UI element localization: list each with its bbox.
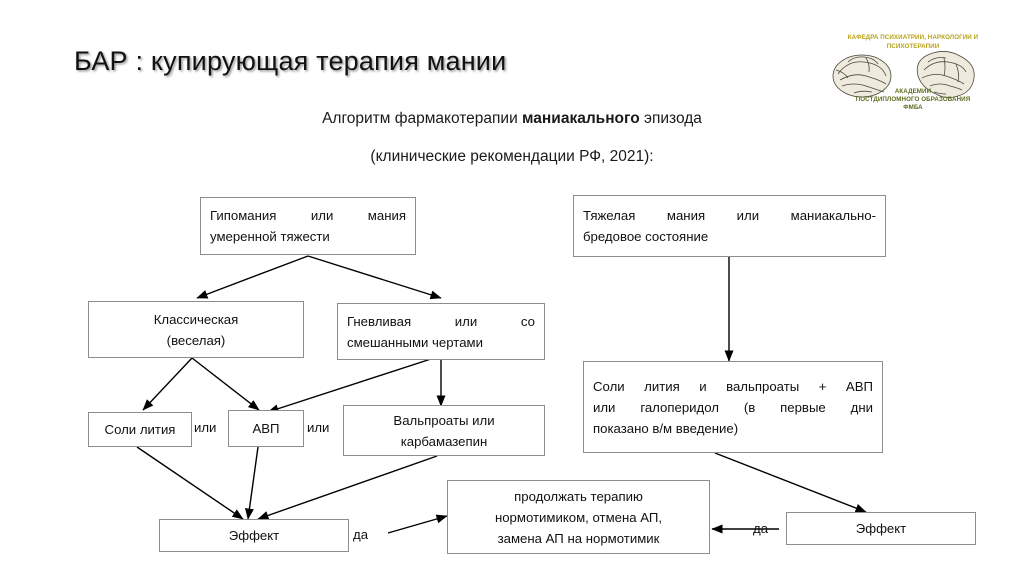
arrow-angry-to-avp <box>267 357 435 414</box>
node-effect-right-line-1: Эффект <box>855 521 907 536</box>
node-classic-line-2: (веселая) <box>166 332 226 348</box>
node-severe-treatment-line-2: или галоперидол (в первые дни <box>593 399 873 415</box>
node-classic-line-1: Классическая <box>153 311 239 327</box>
node-valproate[interactable]: Вальпроаты или карбамазепин <box>343 405 545 456</box>
arrow-classic-to-lithium <box>142 357 193 411</box>
arrow-effect-left-to-continue <box>387 514 448 534</box>
node-avp-line-1: АВП <box>252 421 280 436</box>
node-valproate-line-2: карбамазепин <box>400 433 488 449</box>
node-avp[interactable]: АВП <box>228 410 304 447</box>
logo-line-2: ПСИХОТЕРАПИИ <box>886 43 940 50</box>
node-valproate-line-1: Вальпроаты или <box>393 412 495 428</box>
subtitle-suffix: эпизода <box>639 110 702 127</box>
arrow-treatment-to-effect-right <box>714 452 867 513</box>
subtitle-line-1: Алгоритм фармакотерапии маниакального эп… <box>0 110 1024 128</box>
subtitle-prefix: Алгоритм фармакотерапии <box>322 110 523 127</box>
logo-line-5: ФМБА <box>903 104 923 111</box>
brain-right-icon <box>916 51 975 98</box>
logo-line-3: АКАДЕМИИ <box>894 88 932 95</box>
node-severe-mania-line-1: Тяжелая мания или маниакально- <box>583 208 876 223</box>
page-title: БАР : купирующая терапия мании <box>74 46 507 76</box>
node-lithium[interactable]: Соли лития <box>88 412 192 447</box>
label-yes-right: да <box>753 521 769 536</box>
node-effect-left-line-1: Эффект <box>228 528 280 543</box>
node-continue-therapy-line-1: продолжать терапию <box>514 488 643 504</box>
node-continue-therapy[interactable]: продолжать терапию нормотимиком, отмена … <box>447 480 710 554</box>
node-effect-left[interactable]: Эффект <box>159 519 349 552</box>
node-continue-therapy-line-3: замена АП на нормотимик <box>497 530 660 546</box>
connector-or-1: или <box>194 420 217 435</box>
subtitle-bold: маниакального <box>522 110 640 127</box>
node-angry-line-1: Гневливая или со <box>347 313 535 329</box>
arrow-valproate-to-effect <box>257 455 438 520</box>
brain-left-icon <box>832 54 892 98</box>
logo-line-4: ПОСТДИПЛОМНОГО ОБРАЗОВАНИЯ <box>855 96 971 103</box>
node-lithium-line-1: Соли лития <box>104 422 176 437</box>
node-hypomania-line-2: умеренной тяжести <box>210 229 330 244</box>
arrow-classic-to-avp <box>191 357 260 411</box>
node-effect-right[interactable]: Эффект <box>786 512 976 545</box>
logo-line-1: КАФЕДРА ПСИХИАТРИИ, НАРКОЛОГИИ И <box>847 34 979 41</box>
node-angry[interactable]: Гневливая или со смешанными чертами <box>337 303 545 360</box>
node-severe-treatment-line-1: Соли лития и вальпроаты + АВП <box>593 378 873 394</box>
brain-illustrations-icon <box>832 51 975 98</box>
node-severe-mania[interactable]: Тяжелая мания или маниакально- бредовое … <box>573 195 886 257</box>
node-hypomania[interactable]: Гипомания или мания умеренной тяжести <box>200 197 416 255</box>
node-severe-mania-line-2: бредовое состояние <box>583 229 709 244</box>
department-logo: КАФЕДРА ПСИХИАТРИИ, НАРКОЛОГИИ И ПСИХОТЕ… <box>818 32 1008 114</box>
arrow-lithium-to-effect <box>136 446 244 520</box>
connector-or-2: или <box>307 420 330 435</box>
arrow-hypomania-to-angry <box>307 255 442 300</box>
node-severe-treatment[interactable]: Соли лития и вальпроаты + АВП или галопе… <box>583 361 883 453</box>
node-angry-line-2: смешанными чертами <box>347 334 483 350</box>
node-severe-treatment-line-3: показано в/м введение) <box>593 420 739 436</box>
subtitle-line-2: (клинические рекомендации РФ, 2021): <box>370 148 654 165</box>
node-classic[interactable]: Классическая (веселая) <box>88 301 304 358</box>
label-yes-left: да <box>353 527 369 542</box>
node-hypomania-line-1: Гипомания или мания <box>210 208 406 223</box>
arrow-avp-to-effect <box>245 446 259 520</box>
node-continue-therapy-line-2: нормотимиком, отмена АП, <box>494 509 663 525</box>
arrow-hypomania-to-classic <box>196 255 309 299</box>
